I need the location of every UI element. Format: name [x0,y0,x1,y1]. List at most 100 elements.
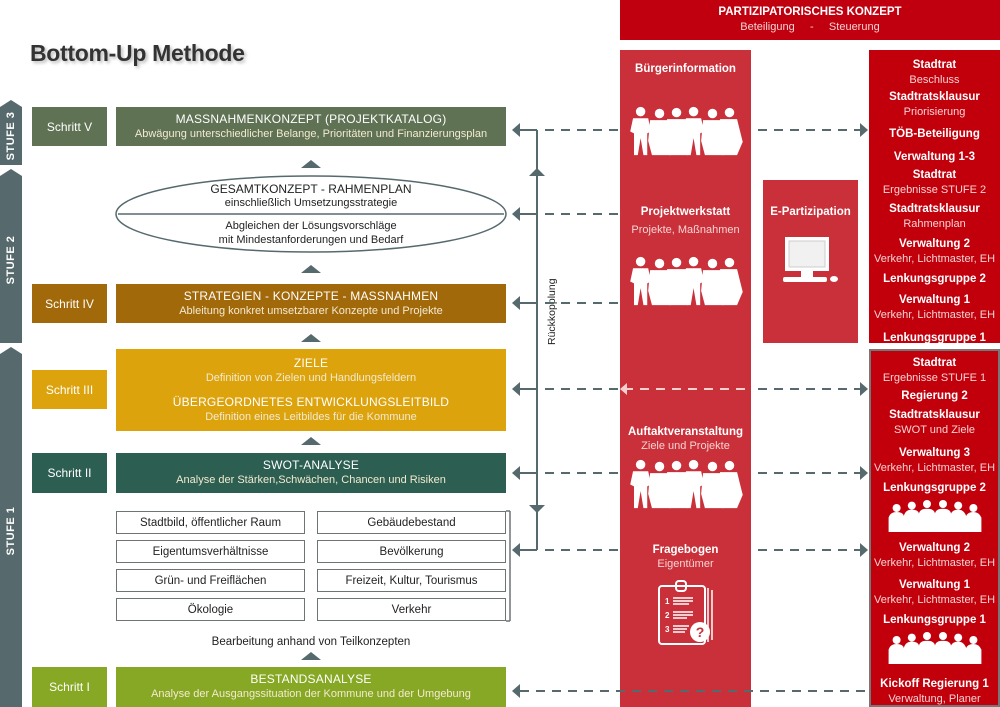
flow-up-arrow-icon [301,265,321,273]
ellipse-lower-2: mit Mindestanforderungen und Bedarf [218,234,404,246]
box-heading: ZIELE [293,355,329,370]
left-arrow-icon [512,684,520,698]
steuerung-title: Verwaltung 1-3 [893,151,976,163]
steuerung-subtitle: Verkehr, Lichtmaster, EH [873,594,996,606]
steuerung-title: Kickoff Regierung 1 [880,678,989,690]
steuerung-title: Stadtrat [912,357,957,369]
flow-up-arrow-icon [301,437,321,445]
teilkonzept-box: Grün- und Freiflächen [116,569,305,592]
teilkonzepte-note: Bearbeitung anhand von Teilkonzepten [211,636,411,648]
right-arrow-icon [860,123,868,137]
left-arrow-icon [512,466,520,480]
gesamtkonzept-lower: Abgleichen der Lösungsvorschläge mit Min… [116,219,506,247]
box-text: Ableitung konkret umsetzbarer Konzepte u… [179,304,443,317]
steuerung-subtitle: Verkehr, Lichtmaster, EH [873,462,996,474]
teilkonzept-box: Bevölkerung [317,540,506,563]
steuerung-title: Stadtratsklausur [889,409,980,421]
flow-up-arrow-icon [301,334,321,342]
box-heading: SWOT-ANALYSE [262,458,360,472]
box-text: Analyse der Stärken,Schwächen, Chancen u… [176,474,446,486]
steuerung-subtitle: Verkehr, Lichtmaster, EH [873,557,996,569]
question-number: 1 [665,597,670,606]
box-heading: STRATEGIEN - KONZEPTE - MASSNAHMEN [183,288,439,303]
right-arrow-icon [860,382,868,396]
question-number: 3 [665,625,670,634]
page-title: Bottom-Up Methode [30,40,245,66]
flow-up-arrow-icon [301,652,321,660]
schritt-4-label: Schritt IV [32,284,107,323]
right-arrow-icon [860,543,868,557]
gesamtkonzept-ellipse [115,175,507,253]
left-arrow-icon [512,123,520,137]
steuerung-title: Stadtratsklausur [889,91,980,103]
steuerung-title: Verwaltung 3 [899,447,970,459]
steuerung-subtitle: Verkehr, Lichtmaster, EH [873,253,996,265]
left-arrow-icon [512,382,520,396]
ellipse-heading: GESAMTKONZEPT - RAHMENPLAN [210,182,412,196]
teilkonzept-box: Ökologie [116,598,305,621]
steuerung-title: Stadtratsklausur [889,203,980,215]
left-arrow-icon [512,543,520,557]
teilkonzept-box: Freizeit, Kultur, Tourismus [317,569,506,592]
ellipse-lower-1: Abgleichen der Lösungsvorschläge [225,220,397,232]
projektwerkstatt-sub: Projekte, Maßnahmen [631,224,740,236]
schritt-3-label: Schritt III [32,370,107,409]
box-text-2: Definition eines Leitbildes für die Komm… [205,410,417,423]
steuerung-title: Lenkungsgruppe 1 [883,614,986,626]
steuerung-title: Verwaltung 1 [899,294,970,306]
teilkonzept-box: Stadtbild, öffentlicher Raum [116,511,305,534]
box-text: Abwägung unterschiedlicher Belange, Prio… [134,127,488,140]
auftaktveranstaltung-sub: Ziele und Projekte [641,440,730,452]
stufe-3-bar: STUFE 3 [0,107,22,165]
schritt-1-label: Schritt I [32,667,107,707]
buergerinformation-title: Bürgerinformation [635,63,736,75]
flow-up-arrow-icon [301,160,321,168]
steuerung-subtitle: Ergebnisse STUFE 1 [882,372,987,384]
steuerung-subtitle: Beschluss [909,74,960,86]
steuerung-title: Lenkungsgruppe 2 [883,273,986,285]
box-heading-2: ÜBERGEORDNETES ENTWICKLUNGSLEITBILD [172,394,450,409]
steuerung-title: Regierung 2 [901,390,968,402]
header-title: PARTIZIPATORISCHES KONZEPT [718,6,902,18]
swot-box: SWOT-ANALYSE Analyse der Stärken,Schwäch… [116,453,506,493]
box-heading: BESTANDSANALYSE [250,672,372,686]
stufe-2-arrow-icon [0,169,22,176]
box-text: Definition von Zielen und Handlungsfelde… [205,371,417,384]
e-partizipation-title: E-Partizipation [770,206,851,218]
fragebogen-sub: Eigentümer [657,558,714,570]
steuerung-subtitle: SWOT und Ziele [893,424,976,436]
header-subtitle: Beteiligung - Steuerung [740,21,880,33]
rueckkopplung-down-arrow-icon [529,505,545,513]
questionnaire-icon: 1 2 3 ? [658,580,713,645]
right-arrow-icon [860,466,868,480]
left-arrow-icon [620,383,627,395]
ellipse-text: einschließlich Umsetzungsstrategie [224,197,398,209]
svg-text:?: ? [696,624,705,640]
steuerung-title: Lenkungsgruppe 2 [883,482,986,494]
question-number: 2 [665,611,670,620]
projektwerkstatt-title: Projektwerkstatt [640,206,731,218]
steuerung-title: Verwaltung 2 [899,238,970,250]
ziele-box: ZIELE Definition von Zielen und Handlung… [116,349,506,431]
steuerung-subtitle: Verkehr, Lichtmaster, EH [873,309,996,321]
stufe-1-bar: STUFE 1 [0,354,22,707]
stufe-2-bar: STUFE 2 [0,176,22,343]
schritt-5-label: Schritt V [32,107,107,146]
teilkonzepte-bracket [506,510,511,622]
fragebogen-title: Fragebogen [652,544,719,556]
teilkonzept-box: Gebäudebestand [317,511,506,534]
steuerung-title: Stadtrat [912,59,957,71]
schritt-2-label: Schritt II [32,453,107,493]
left-arrow-icon [512,296,520,310]
stufe-1-arrow-icon [0,347,22,354]
computer-icon [783,237,838,282]
e-partizipation-column: E-Partizipation [763,180,858,343]
left-arrow-icon [512,207,520,221]
rueckkopplung-up-arrow-icon [529,168,545,176]
bestandsanalyse-box: BESTANDSANALYSE Analyse der Ausgangssitu… [116,667,506,707]
teilkonzept-box: Eigentumsverhältnisse [116,540,305,563]
steuerung-title: TÖB-Beteiligung [889,128,980,140]
gesamtkonzept-upper: GESAMTKONZEPT - RAHMENPLAN einschließlic… [116,182,506,210]
